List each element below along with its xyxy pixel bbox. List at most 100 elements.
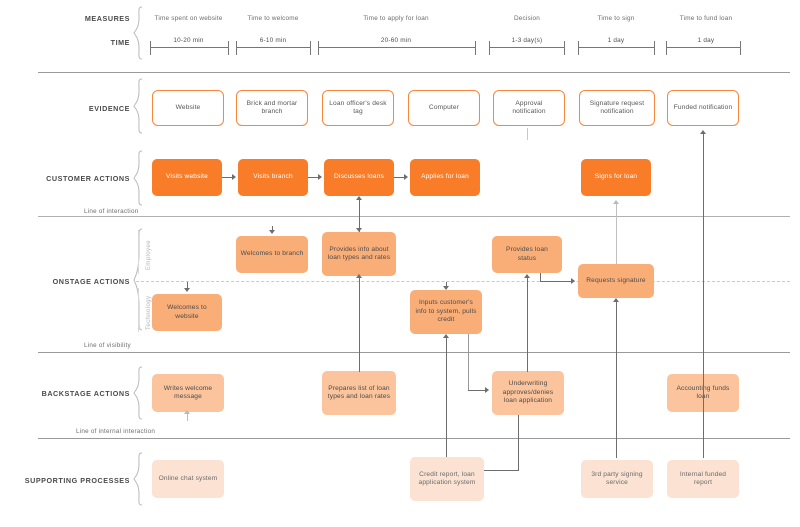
evidence-card-computer[interactable]: Computer (408, 90, 480, 126)
onstage-internal-divider (136, 281, 790, 282)
row-label-customer-actions: CUSTOMER ACTIONS (46, 174, 130, 183)
time-tick-4b (654, 41, 655, 55)
arrowhead-signing-service-to-signature (613, 298, 619, 302)
evidence-card-signature-request-notification[interactable]: Signature request notification (579, 90, 655, 126)
time-value-2: 20-60 min (380, 37, 412, 44)
onstage-technology-guide (138, 288, 139, 332)
brace-backstage-actions (133, 366, 143, 420)
backstage-action-writes-welcome-message[interactable]: Writes welcome message (152, 374, 224, 412)
line-of-interaction-rule (38, 216, 790, 217)
row-label-measures: MEASURES (84, 14, 130, 23)
time-tick-3a (489, 41, 490, 55)
customer-action-applies-for-loan[interactable]: Applies for loan (410, 159, 480, 196)
time-tick-1a (236, 41, 237, 55)
onstage-action-requests-signature[interactable]: Requests signature (578, 264, 654, 298)
connector-approval-notification (527, 128, 528, 140)
time-tick-4a (578, 41, 579, 55)
arrowhead-credit-system-to-inputs (443, 334, 449, 338)
measure-label-2: Time to apply for loan (363, 15, 429, 22)
time-bar-3 (489, 47, 564, 48)
arrowhead-signature-to-signs (613, 200, 619, 204)
connector-discusses-provides (359, 197, 360, 232)
arrowhead-provides-down (356, 228, 362, 232)
time-tick-0a (150, 41, 151, 55)
arrowhead-discusses-up (356, 196, 362, 200)
time-tick-1b (310, 41, 311, 55)
backstage-action-underwriting-decision[interactable]: Underwriting approves/denies loan applic… (492, 371, 564, 415)
row-label-onstage-actions: ONSTAGE ACTIONS (52, 277, 130, 286)
arrowhead-underwriting-to-status (524, 274, 530, 278)
arrowhead-prepares-to-provides (356, 274, 362, 278)
line-of-internal-interaction-rule (38, 438, 790, 439)
arrowhead-customer-1-2 (318, 174, 322, 180)
connector-prepares-to-provides (359, 277, 360, 372)
onstage-sublabel-employee: Employee (146, 240, 152, 270)
time-value-5: 1 day (697, 37, 715, 44)
supporting-process-online-chat-system[interactable]: Online chat system (152, 460, 224, 498)
onstage-action-provides-loan-info[interactable]: Provides info about loan types and rates (322, 232, 396, 276)
evidence-card-website[interactable]: Website (152, 90, 224, 126)
evidence-card-branch[interactable]: Brick and mortar branch (236, 90, 308, 126)
onstage-action-welcomes-to-branch[interactable]: Welcomes to branch (236, 236, 308, 273)
time-bar-5 (666, 47, 740, 48)
customer-action-visits-branch[interactable]: Visits branch (238, 159, 308, 196)
measure-label-1: Time to welcome (247, 15, 299, 22)
row-label-evidence: EVIDENCE (88, 104, 130, 113)
customer-action-visits-website[interactable]: Visits website (152, 159, 222, 196)
time-bar-2 (318, 47, 475, 48)
line-of-interaction-label: Line of interaction (84, 208, 139, 215)
evidence-card-funded-notification[interactable]: Funded notification (667, 90, 739, 126)
connector-customer-2-3 (394, 177, 405, 178)
connector-website-down (187, 282, 188, 290)
time-value-4: 1 day (607, 37, 625, 44)
onstage-action-inputs-customer-info[interactable]: Inputs customer's info to system, pulls … (410, 290, 482, 334)
connector-customer-1-2 (308, 177, 319, 178)
connector-signature-to-signs (616, 204, 617, 264)
time-tick-5b (740, 41, 741, 55)
line-of-visibility-label: Line of visibility (84, 342, 131, 349)
brace-supporting-processes (133, 452, 143, 506)
evidence-card-approval-notification[interactable]: Approval notification (493, 90, 565, 126)
rule-header-bottom (38, 72, 790, 73)
customer-action-signs-for-loan[interactable]: Signs for loan (581, 159, 651, 196)
time-tick-2a (318, 41, 319, 55)
row-label-backstage-actions: BACKSTAGE ACTIONS (41, 389, 130, 398)
row-label-supporting-processes: SUPPORTING PROCESSES (24, 476, 130, 485)
time-value-0: 10-20 min (173, 37, 204, 44)
time-bar-0 (150, 47, 228, 48)
arrowhead-applies-to-inputs (443, 286, 449, 290)
time-tick-2b (475, 41, 476, 55)
brace-customer-actions (133, 150, 143, 206)
arrowhead-inputs-to-underwriting (485, 387, 489, 393)
line-of-internal-interaction-label: Line of internal interaction (76, 428, 156, 435)
connector-status-to-signature-h (540, 281, 572, 282)
arrowhead-funded-chain (700, 130, 706, 134)
connector-branch-down (272, 226, 273, 233)
arrowhead-customer-2-3 (404, 174, 408, 180)
arrowhead-customer-0-1 (232, 174, 236, 180)
arrowhead-website-down (184, 288, 190, 292)
time-tick-5a (666, 41, 667, 55)
connector-welcome-message-up (187, 413, 188, 421)
arrowhead-status-to-signature (571, 278, 575, 284)
time-tick-0b (228, 41, 229, 55)
supporting-process-internal-funded-report[interactable]: Internal funded report (667, 460, 739, 498)
measure-label-4: Time to sign (597, 15, 635, 22)
connector-underwriting-to-status (527, 277, 528, 372)
connector-applies-to-inputs (446, 282, 447, 289)
connector-inputs-to-underwriting-h (468, 390, 486, 391)
measure-label-0: Time spent on website (154, 15, 223, 22)
supporting-process-credit-report-system[interactable]: Credit report, loan application system (410, 457, 484, 501)
time-bar-4 (578, 47, 654, 48)
row-label-time: TIME (110, 38, 130, 47)
evidence-card-desk-tag[interactable]: Loan officer's desk tag (322, 90, 394, 126)
measure-label-3: Decision (513, 15, 541, 22)
connector-customer-0-1 (222, 177, 233, 178)
onstage-employee-guide (138, 230, 139, 274)
onstage-action-provides-loan-status[interactable]: Provides loan status (492, 236, 562, 273)
customer-action-discusses-loans[interactable]: Discusses loans (324, 159, 394, 196)
supporting-process-third-party-signing[interactable]: 3rd party signing service (581, 460, 653, 498)
backstage-action-prepares-loan-list[interactable]: Prepares list of loan types and loan rat… (322, 371, 396, 415)
onstage-action-welcomes-to-website[interactable]: Welcomes to website (152, 294, 222, 331)
